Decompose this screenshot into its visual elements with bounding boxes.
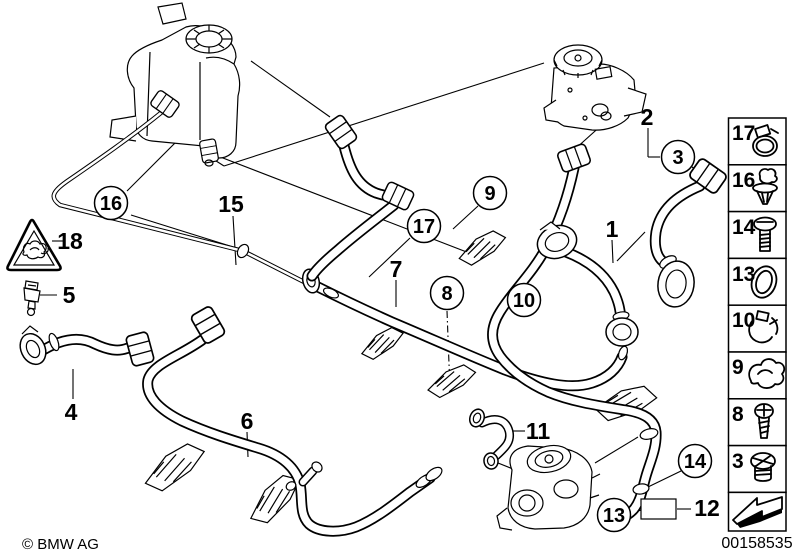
legend-cell-16: 16: [727, 164, 787, 213]
legend-cell-13: 13: [727, 257, 787, 306]
legend-arrow-cell: [727, 491, 787, 532]
hose-2: [649, 156, 729, 308]
legend-cell-9: 9: [727, 351, 787, 400]
footer: © BMW AG 00158535: [22, 535, 793, 553]
svg-text:10: 10: [513, 290, 535, 312]
legend-cell-8: 8: [727, 398, 787, 447]
screw-plug-icon: [750, 452, 776, 482]
callout-1: 1: [606, 216, 619, 242]
svg-text:14: 14: [732, 216, 756, 239]
svg-text:16: 16: [732, 169, 755, 192]
svg-text:14: 14: [684, 451, 707, 473]
svg-text:8: 8: [732, 403, 744, 426]
callout-13: 13: [596, 497, 632, 533]
callout-17: 17: [406, 208, 442, 244]
callout-15: 15: [218, 191, 244, 217]
callout-12: 12: [694, 495, 720, 521]
pipe-clip-icon: [748, 310, 779, 344]
coolant-pump: [496, 444, 601, 531]
callout-9: 9: [472, 175, 508, 211]
svg-text:17: 17: [413, 216, 435, 238]
callout-10: 10: [506, 282, 542, 318]
legend-cell-14: 14: [727, 210, 787, 260]
hose-4: [19, 325, 156, 368]
auxiliary-water-pump: [543, 44, 647, 131]
svg-text:13: 13: [603, 505, 625, 527]
svg-text:16: 16: [100, 193, 122, 215]
callout-4: 4: [65, 399, 78, 425]
level-sensor: [23, 280, 41, 317]
callout-3: 3: [660, 139, 696, 175]
callout-12-box: [640, 498, 677, 520]
callout-14: 14: [677, 443, 713, 479]
callout-7: 7: [390, 256, 403, 282]
tapping-screw-icon: [754, 403, 774, 439]
callouts: 18 5 15 2 1 7 4 6 11 12 16 17 9 3 10: [57, 104, 720, 533]
callout-8: 8: [429, 275, 465, 311]
svg-text:3: 3: [672, 147, 683, 169]
hose-10-12: [487, 142, 662, 525]
direction-arrow-icon: [732, 496, 783, 528]
hose-clamp-icon: [752, 124, 779, 157]
svg-text:9: 9: [484, 183, 495, 205]
part-number: 00158535: [721, 535, 792, 552]
svg-text:13: 13: [732, 263, 755, 286]
svg-text:3: 3: [732, 450, 744, 473]
center-hose: [306, 113, 416, 282]
svg-text:9: 9: [732, 356, 744, 379]
spring-clip-icon: [748, 358, 786, 389]
o-ring-icon: [750, 265, 778, 299]
hose-11: [468, 408, 515, 470]
callout-5: 5: [63, 282, 76, 308]
parts-legend: 17 16 14: [727, 117, 787, 532]
svg-text:17: 17: [732, 122, 755, 145]
pan-head-screw-icon: [753, 216, 777, 252]
callout-11: 11: [526, 418, 551, 444]
legend-cell-17: 17: [727, 117, 787, 166]
callout-18: 18: [57, 228, 83, 254]
copyright-text: © BMW AG: [22, 536, 99, 553]
hose-1: [536, 221, 639, 347]
callout-2: 2: [641, 104, 654, 130]
warning-triangle: [6, 218, 62, 272]
callout-6: 6: [241, 408, 254, 434]
legend-cell-10: 10: [727, 304, 787, 353]
hose-6: [142, 304, 443, 537]
expanding-rivet-icon: [752, 168, 778, 205]
svg-text:8: 8: [441, 283, 452, 305]
callout-16: 16: [93, 185, 129, 221]
legend-cell-3: 3: [727, 444, 787, 494]
expansion-tank: [109, 2, 241, 167]
